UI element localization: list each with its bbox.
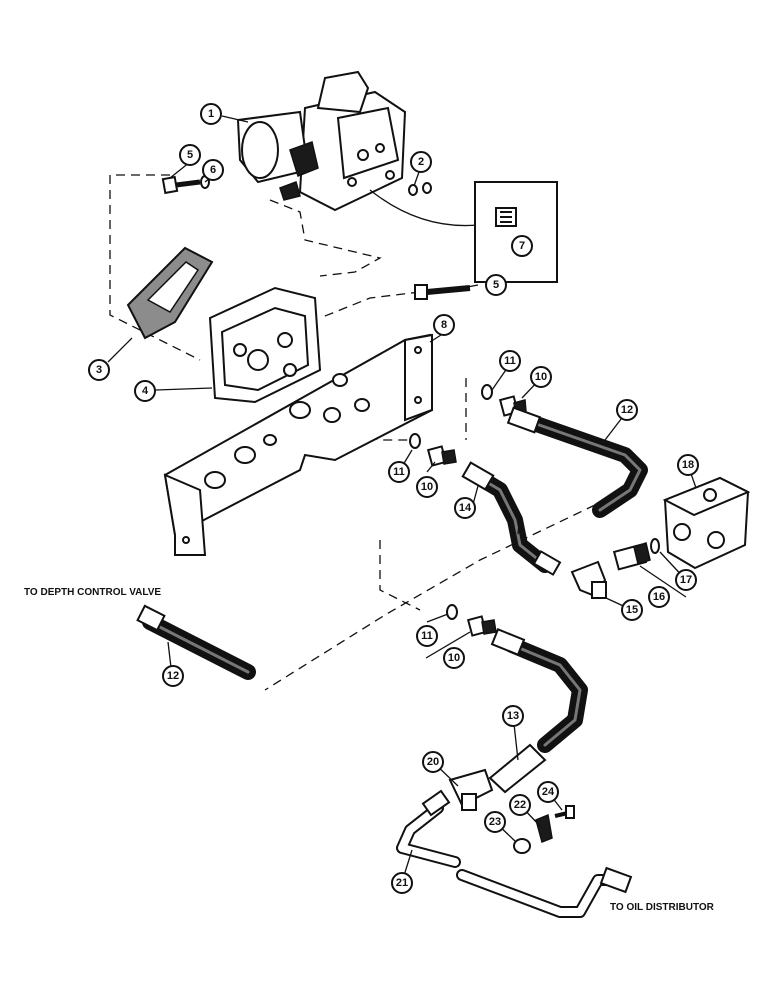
- elbow-20: [448, 768, 494, 811]
- fitting-middle: [409, 433, 457, 467]
- callout-1: 1: [200, 103, 222, 125]
- valve-block-18: [662, 476, 751, 570]
- callout-3: 3: [88, 359, 110, 381]
- callout-11-lower-number: 11: [421, 630, 433, 642]
- callout-20: 20: [422, 751, 444, 773]
- tube-21: [396, 789, 633, 918]
- callout-15-number: 15: [626, 604, 638, 616]
- control-valve: [236, 70, 407, 212]
- callout-6-number: 6: [210, 164, 216, 176]
- callout-12-lower-number: 12: [167, 670, 179, 682]
- callout-7: 7: [511, 235, 533, 257]
- callout-4: 4: [134, 380, 156, 402]
- clip-22: [535, 813, 553, 844]
- callout-6: 6: [202, 159, 224, 181]
- callout-18: 18: [677, 454, 699, 476]
- callout-16: 16: [648, 586, 670, 608]
- callout-14: 14: [454, 497, 476, 519]
- callout-10-upper: 10: [530, 366, 552, 388]
- fitting-lower: [446, 604, 497, 637]
- fitting-16: [612, 542, 651, 571]
- callout-5-upper-number: 5: [187, 149, 193, 161]
- callout-5-lower: 5: [485, 274, 507, 296]
- callout-10-upper-number: 10: [535, 371, 547, 383]
- adapter-plate: [208, 286, 322, 404]
- callout-1-number: 1: [208, 108, 214, 120]
- callout-13-number: 13: [507, 710, 519, 722]
- hose-12-upper: [506, 406, 648, 518]
- callout-22-number: 22: [514, 799, 526, 811]
- callout-16-number: 16: [653, 591, 665, 603]
- callout-11-upper-number: 11: [504, 355, 516, 367]
- elbow-15: [570, 560, 607, 599]
- callout-23: 23: [484, 811, 506, 833]
- callout-11-middle: 11: [388, 461, 410, 483]
- callout-21: 21: [391, 872, 413, 894]
- callout-22: 22: [509, 794, 531, 816]
- inset-box-7: [369, 181, 558, 283]
- hose-14: [461, 461, 562, 576]
- label-to-depth-control-valve: TO DEPTH CONTROL VALVE: [24, 587, 161, 598]
- callout-2-number: 2: [418, 156, 424, 168]
- callout-12-upper: 12: [616, 399, 638, 421]
- callout-20-number: 20: [427, 756, 439, 768]
- screw-24: [554, 805, 575, 819]
- callout-8-number: 8: [441, 319, 447, 331]
- label-to-oil-distributor: TO OIL DISTRIBUTOR: [610, 902, 715, 913]
- o-rings-2: [408, 182, 432, 196]
- callout-2: 2: [410, 151, 432, 173]
- hose-12-lower: [136, 604, 256, 680]
- callout-11-lower: 11: [416, 625, 438, 647]
- callout-23-number: 23: [489, 816, 501, 828]
- callout-12-lower: 12: [162, 665, 184, 687]
- callout-12-upper-number: 12: [621, 404, 633, 416]
- callout-13: 13: [502, 705, 524, 727]
- bolt-lower: [414, 284, 471, 300]
- callout-5-upper: 5: [179, 144, 201, 166]
- callout-10-middle-number: 10: [421, 481, 433, 493]
- callout-3-number: 3: [96, 364, 102, 376]
- callout-4-number: 4: [142, 385, 149, 397]
- callout-24: 24: [537, 781, 559, 803]
- callout-15: 15: [621, 599, 643, 621]
- callout-10-lower-number: 10: [448, 652, 460, 664]
- callout-17: 17: [675, 569, 697, 591]
- assembly-dashed-lines: [109, 174, 596, 691]
- callout-7-number: 7: [519, 240, 525, 252]
- callout-14-number: 14: [459, 502, 472, 514]
- callout-11-middle-number: 11: [393, 466, 405, 478]
- o-ring-17: [650, 538, 660, 554]
- callout-18-number: 18: [682, 459, 694, 471]
- callout-8: 8: [433, 314, 455, 336]
- callout-10-lower: 10: [443, 647, 465, 669]
- callout-5-lower-number: 5: [493, 279, 499, 291]
- bolt-and-washer-upper: [161, 175, 210, 195]
- gasket: [126, 246, 214, 340]
- callout-10-middle: 10: [416, 476, 438, 498]
- mounting-bracket: [163, 333, 434, 556]
- callout-21-number: 21: [396, 877, 408, 889]
- callout-24-number: 24: [542, 786, 555, 798]
- callout-17-number: 17: [680, 574, 692, 586]
- nut-23: [513, 838, 531, 854]
- callout-11-upper: 11: [499, 350, 521, 372]
- hose-13: [488, 628, 588, 794]
